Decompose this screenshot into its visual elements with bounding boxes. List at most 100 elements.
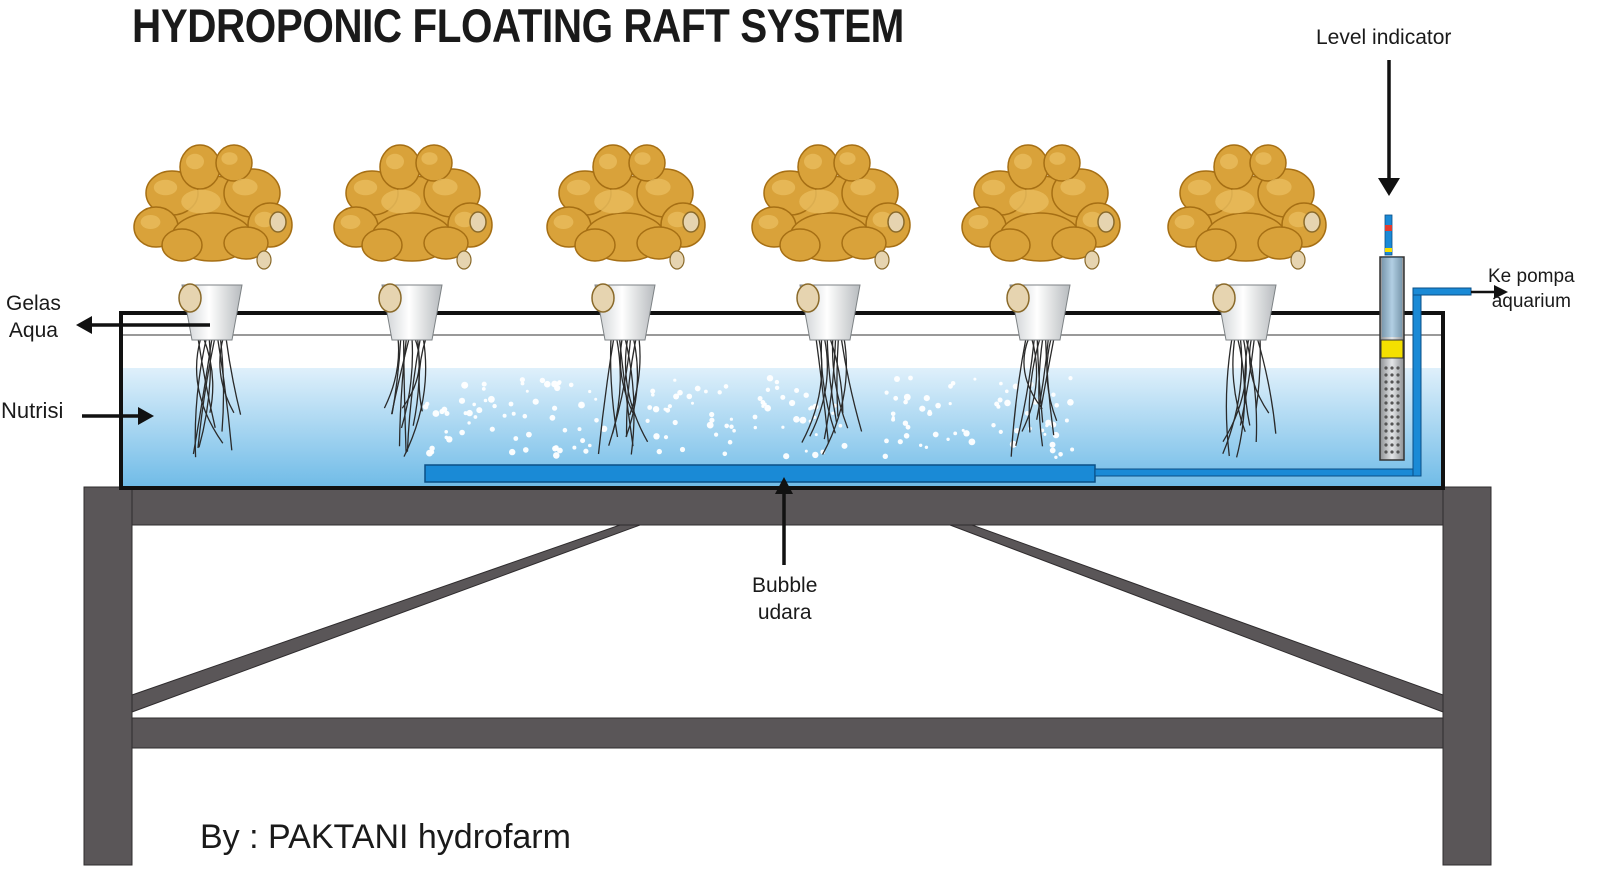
air-bubble (903, 433, 910, 439)
air-bubble (481, 381, 487, 387)
air-bubble (459, 429, 465, 436)
level-rod (1384, 214, 1393, 256)
plant-roots (1222, 337, 1277, 458)
sensor-hole (1396, 443, 1400, 447)
air-bubble (831, 411, 835, 415)
plant-roots (1010, 337, 1058, 457)
air-bubble (1049, 441, 1056, 448)
air-bubble (891, 416, 895, 420)
air-bubble (799, 416, 807, 424)
air-bubble (963, 430, 970, 437)
air-bubble (919, 405, 926, 412)
air-bubble (1051, 392, 1056, 397)
rhizome-node (178, 283, 202, 313)
rhizome-node (378, 283, 402, 313)
air-bubble (525, 389, 529, 393)
air-bubble (766, 375, 774, 382)
air-bubble (789, 399, 796, 407)
air-bubble (927, 410, 933, 416)
level-mark-yellow (1385, 248, 1392, 252)
ginger-plant (546, 144, 706, 455)
air-bubble (562, 427, 568, 433)
air-bubble (583, 448, 589, 454)
air-bubble (1049, 447, 1056, 454)
sensor-hole (1384, 366, 1388, 370)
air-stone-pipe (424, 464, 1096, 483)
air-bubble (884, 390, 889, 395)
arrow-nutrisi-head (138, 407, 154, 425)
air-bubble (444, 411, 450, 416)
sensor-hole (1384, 422, 1388, 426)
air-bubble (814, 433, 818, 437)
air-bubble (1064, 418, 1069, 423)
air-bubble (890, 411, 896, 417)
level-float (1380, 339, 1404, 359)
air-bubble (686, 393, 693, 400)
sensor-hole (1384, 408, 1388, 412)
rhizome-node (669, 250, 685, 270)
air-bubble (511, 411, 516, 416)
air-bubble (691, 401, 694, 405)
label-ke-pompa-aquarium: Ke pompa aquarium (1488, 264, 1575, 314)
sensor-hole (1390, 450, 1394, 454)
plant-roots (383, 337, 427, 457)
air-bubble (893, 395, 899, 401)
sensor-hole (1384, 373, 1388, 377)
ginger-rhizome (133, 144, 293, 262)
air-bubble (732, 428, 736, 433)
rhizome-node (1212, 283, 1236, 313)
air-bubble (502, 413, 507, 418)
air-bubble (656, 448, 662, 455)
air-bubble (783, 453, 790, 460)
air-bubble (672, 419, 678, 426)
air-bubble (722, 451, 728, 457)
sensor-hole (1390, 366, 1394, 370)
air-bubble (473, 415, 478, 419)
sensor-hole (1384, 436, 1388, 440)
air-bubble (948, 402, 952, 406)
sensor-hole (1390, 443, 1394, 447)
air-bubble (588, 443, 592, 448)
air-bubble (903, 393, 911, 401)
rhizome-node (1303, 211, 1321, 233)
air-bubble (466, 409, 473, 417)
air-bubble (667, 404, 673, 409)
air-bubble (706, 421, 714, 429)
air-bubble (578, 401, 585, 409)
air-bubble (483, 398, 488, 403)
ginger-rhizome (333, 144, 493, 262)
air-bubble (463, 411, 468, 416)
air-bubble (557, 447, 563, 454)
air-bubble (663, 407, 667, 411)
air-bubble (1043, 432, 1047, 436)
sensor-hole (1396, 401, 1400, 405)
air-bubble (812, 451, 819, 459)
air-bubble (953, 431, 958, 436)
sensor-hole (1384, 401, 1388, 405)
air-bubble (647, 405, 653, 410)
air-tube-top (1412, 287, 1472, 296)
air-bubble (1058, 452, 1063, 457)
air-bubble (580, 438, 586, 444)
sensor-hole (1396, 415, 1400, 419)
air-bubble (520, 381, 525, 386)
ginger-plant (1167, 144, 1327, 458)
label-bubble-line1: Bubble (752, 574, 818, 597)
air-bubble (650, 388, 656, 394)
arrow-pompa-head (1494, 285, 1508, 299)
air-bubble (961, 428, 965, 432)
air-bubble (781, 425, 785, 429)
sensor-hole (1396, 373, 1400, 377)
sensor-hole (1396, 394, 1400, 398)
rhizome-node (1097, 211, 1115, 233)
air-bubble (1014, 428, 1020, 434)
sensor-hole (1390, 373, 1394, 377)
air-bubble (723, 384, 729, 389)
label-gelas-line2: Aqua (8, 319, 58, 342)
sensor-hole (1390, 415, 1394, 419)
air-pipe (424, 287, 1472, 483)
air-bubble (694, 385, 701, 392)
air-bubble (763, 402, 767, 406)
air-bubble (488, 395, 495, 403)
